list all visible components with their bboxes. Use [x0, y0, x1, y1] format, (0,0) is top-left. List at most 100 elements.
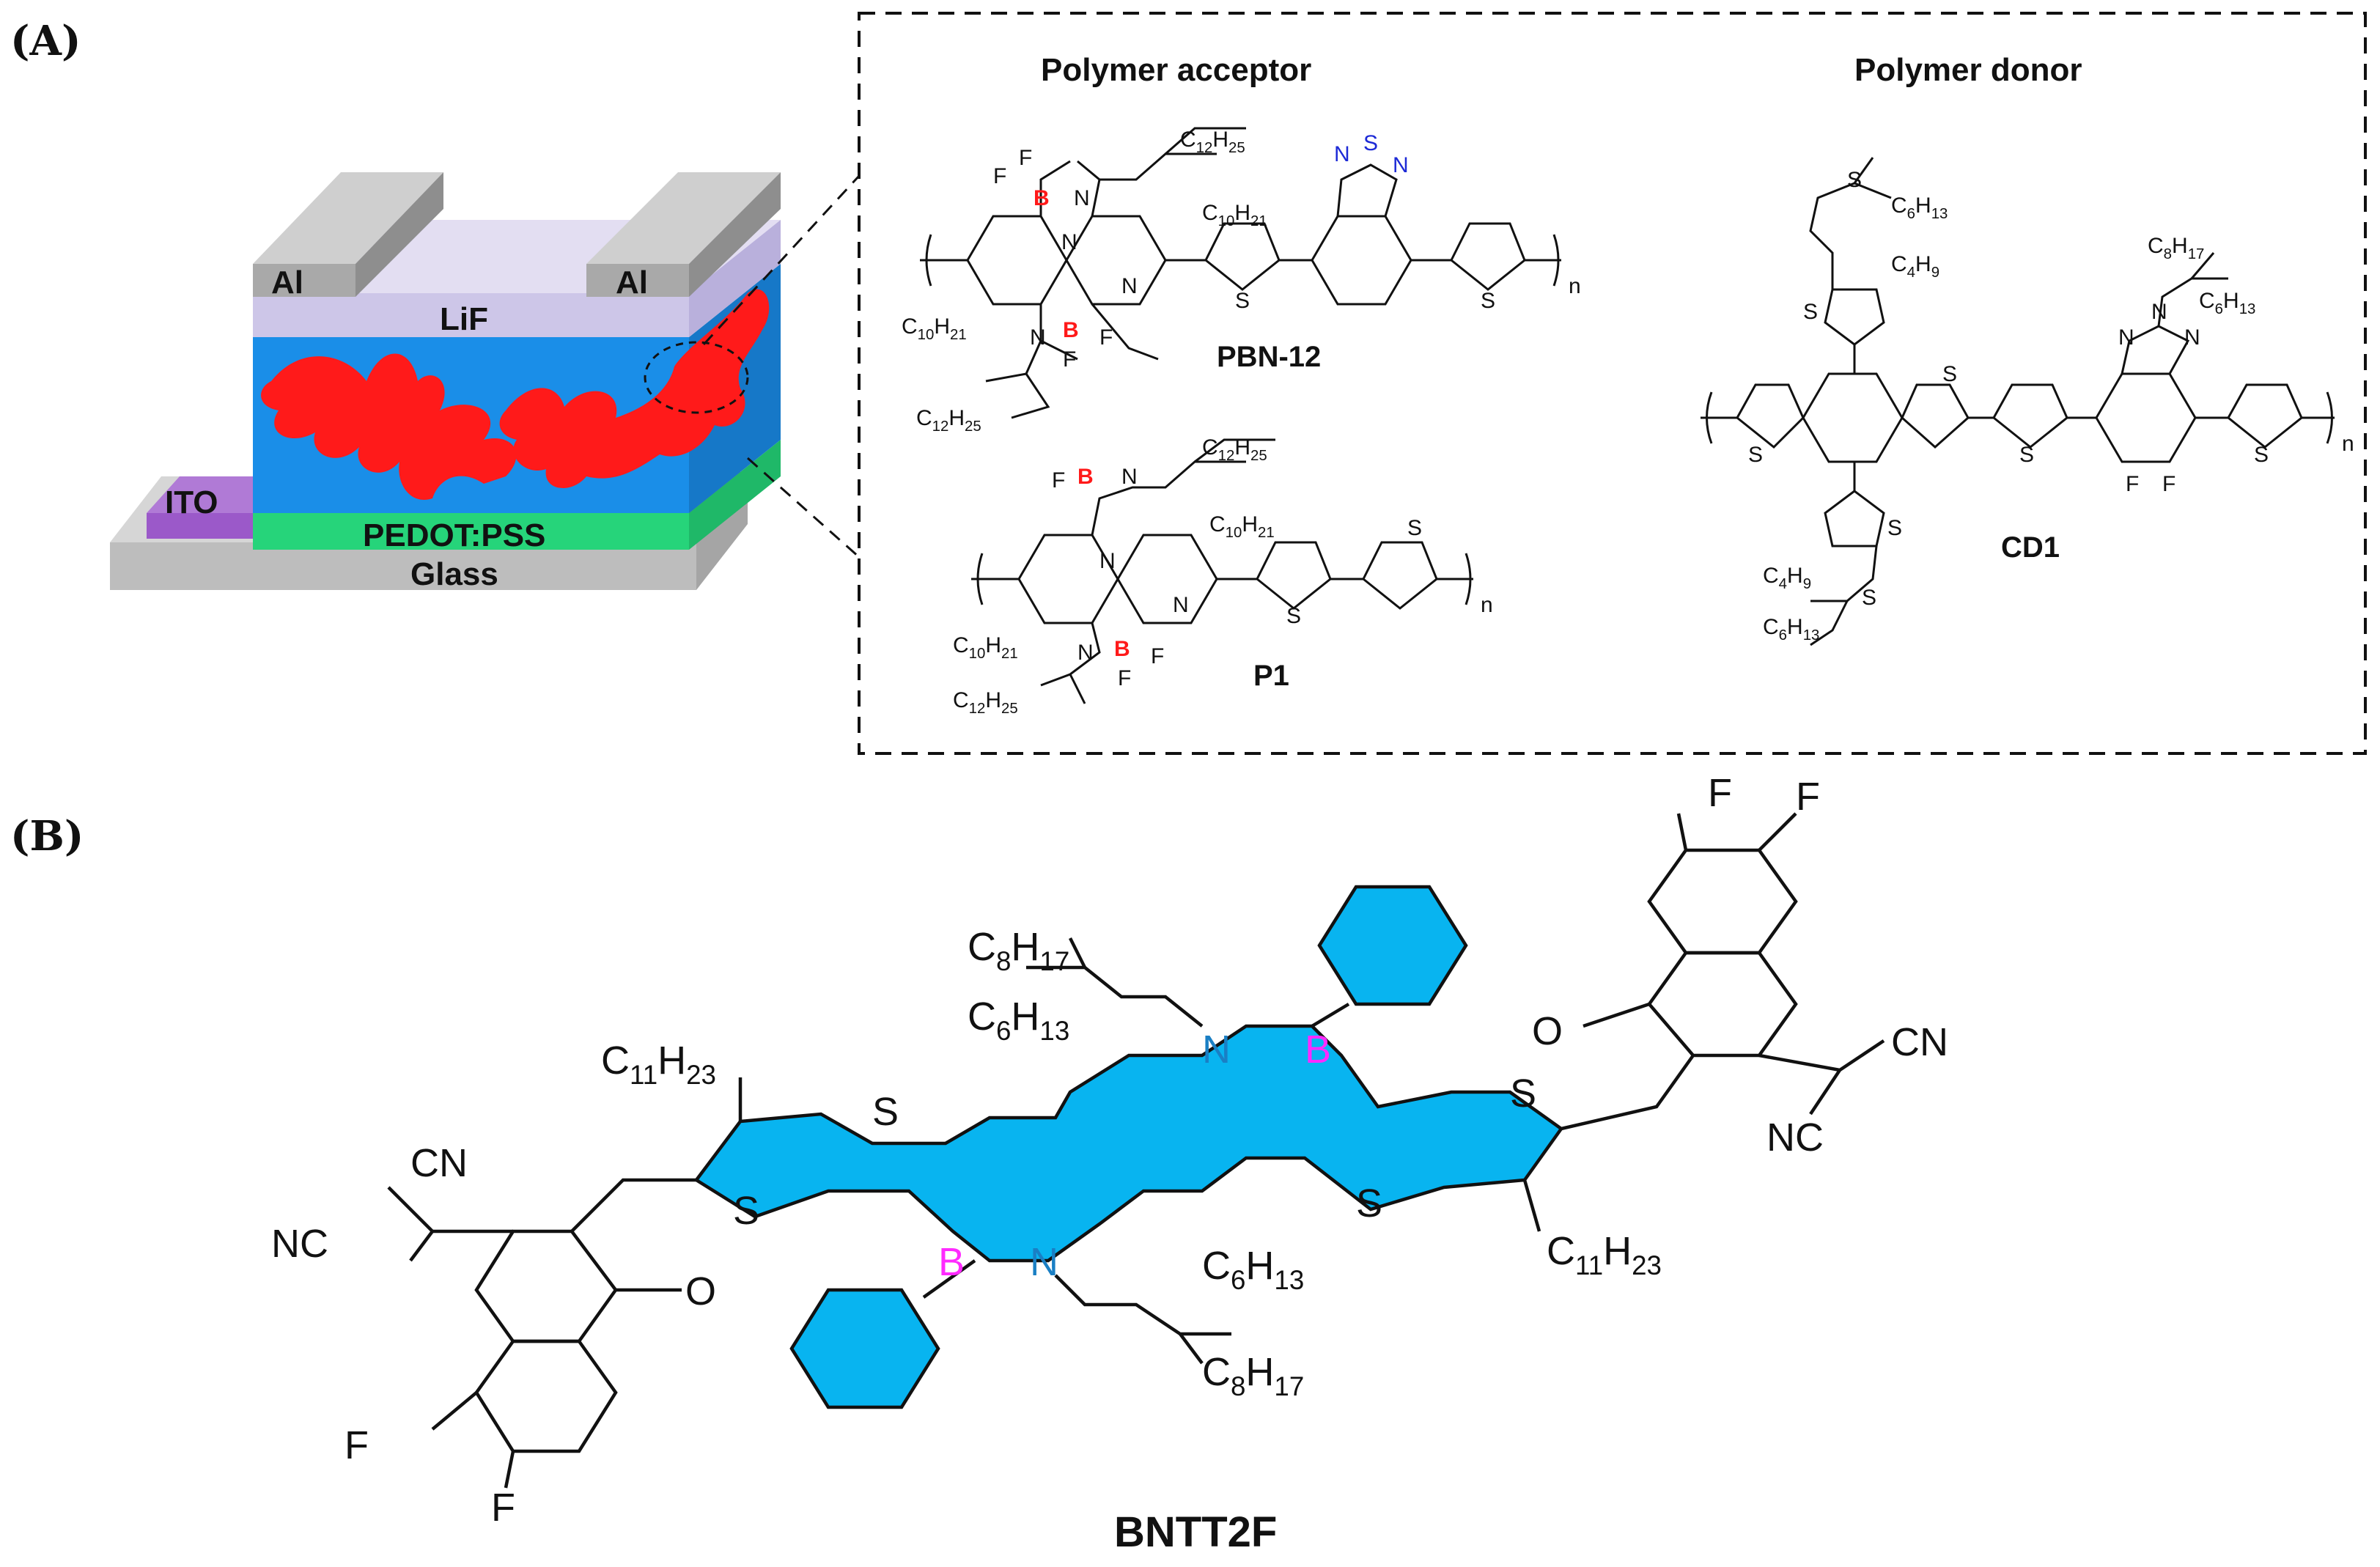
svg-text:C10H21: C10H21: [1202, 201, 1267, 229]
svg-text:S: S: [1356, 1181, 1382, 1225]
svg-text:C10H21: C10H21: [902, 314, 967, 343]
svg-text:C6H13: C6H13: [2199, 289, 2255, 317]
svg-text:N: N: [1099, 549, 1116, 573]
svg-text:B: B: [1077, 465, 1094, 489]
svg-text:NC: NC: [271, 1222, 328, 1266]
cd1-structure: S C6H13 C4H9 S C8H17 C6H13 N N N S S S S…: [1701, 157, 2354, 646]
svg-text:F: F: [2162, 472, 2175, 496]
svg-text:N: N: [2118, 325, 2134, 350]
svg-text:S: S: [1887, 516, 1902, 540]
pedot-side: [689, 440, 781, 550]
zoom-connector-bottom: [747, 457, 860, 558]
p1-name: P1: [1253, 660, 1289, 692]
svg-text:S: S: [1286, 604, 1301, 628]
svg-text:C8H17: C8H17: [1202, 1350, 1304, 1401]
svg-text:F: F: [1063, 347, 1076, 372]
phenyl-top: [1317, 885, 1468, 1006]
bntt2f-core: [693, 1024, 1564, 1263]
al-left-side: [355, 172, 443, 297]
lif-side: [689, 220, 781, 337]
svg-text:C11H23: C11H23: [601, 1039, 716, 1090]
svg-text:C12H25: C12H25: [916, 406, 981, 435]
acceptor-heading: Polymer acceptor: [1041, 52, 1311, 88]
acceptor-domains: [261, 353, 517, 500]
svg-text:n: n: [1569, 274, 1581, 298]
svg-text:S: S: [1363, 131, 1378, 155]
svg-text:F: F: [1708, 771, 1732, 815]
zoom-circle: [644, 341, 749, 414]
ito-label: ITO: [165, 484, 218, 520]
svg-text:CN: CN: [1891, 1020, 1948, 1064]
svg-text:F: F: [345, 1423, 369, 1467]
acceptor-domains-2: [499, 289, 770, 489]
svg-text:S: S: [1942, 362, 1957, 386]
svg-text:C6H13: C6H13: [1891, 193, 1948, 222]
svg-text:S: S: [2254, 443, 2269, 467]
svg-text:N: N: [2184, 325, 2200, 350]
svg-text:N: N: [1061, 230, 1077, 254]
svg-text:N: N: [1030, 1240, 1058, 1284]
svg-text:N: N: [1121, 274, 1138, 298]
svg-text:N: N: [1334, 142, 1350, 166]
p1-structure: F B N C12H25 C10H21 N N S S n C10H21 N B…: [953, 435, 1493, 717]
al-right-side: [689, 172, 781, 297]
svg-text:C12H25: C12H25: [953, 688, 1018, 717]
al-right-top: [586, 172, 781, 264]
ito-layer: [147, 476, 286, 513]
cd1-name: CD1: [2001, 531, 2060, 564]
structures-box: [858, 12, 2367, 755]
svg-text:B: B: [1305, 1028, 1331, 1072]
svg-text:S: S: [1481, 289, 1495, 313]
svg-text:F: F: [1099, 325, 1113, 350]
al-left-label: Al: [271, 265, 303, 301]
svg-text:F: F: [1796, 775, 1820, 819]
svg-text:N: N: [1077, 641, 1094, 665]
panel-b-label: (B): [10, 812, 84, 860]
pedot-label: PEDOT:PSS: [363, 517, 545, 553]
svg-text:n: n: [1481, 593, 1493, 617]
lif-front: [253, 293, 689, 337]
svg-text:C4H9: C4H9: [1763, 564, 1811, 592]
al-right-label: Al: [616, 265, 648, 301]
svg-text:CN: CN: [410, 1141, 468, 1185]
svg-text:B: B: [938, 1240, 965, 1284]
svg-text:F: F: [491, 1486, 515, 1530]
svg-text:C8H17: C8H17: [2148, 234, 2204, 262]
lif-label: LiF: [440, 301, 488, 337]
svg-text:C6H13: C6H13: [1202, 1244, 1304, 1295]
svg-text:O: O: [685, 1269, 716, 1313]
svg-text:F: F: [993, 164, 1006, 188]
svg-text:N: N: [1030, 325, 1046, 350]
svg-text:S: S: [1847, 168, 1862, 192]
donor-heading: Polymer donor: [1854, 52, 2082, 88]
svg-text:B: B: [1063, 318, 1079, 342]
svg-text:F: F: [1019, 146, 1032, 170]
svg-text:F: F: [1151, 644, 1164, 668]
svg-text:C4H9: C4H9: [1891, 252, 1939, 281]
svg-text:S: S: [1803, 300, 1818, 324]
bntt2f-structure: F F O CN NC C8H17 C6H13 N B C11H23 S S S…: [271, 771, 1948, 1530]
glass-label: Glass: [410, 556, 498, 592]
svg-text:N: N: [1202, 1028, 1231, 1072]
svg-text:N: N: [1393, 153, 1409, 177]
svg-text:S: S: [733, 1189, 759, 1233]
zoom-connector-top: [702, 174, 861, 346]
svg-text:n: n: [2342, 432, 2354, 456]
pbn12-structure: F F B N C12H25 C10H21 N N S N N S S n C1…: [902, 127, 1581, 435]
al-left-top: [253, 172, 443, 264]
svg-text:O: O: [1532, 1009, 1563, 1053]
svg-text:S: S: [872, 1090, 899, 1134]
svg-text:N: N: [1074, 186, 1090, 210]
svg-text:F: F: [2126, 472, 2139, 496]
svg-text:F: F: [1052, 468, 1065, 493]
svg-text:S: S: [2019, 443, 2034, 467]
glass-front: [110, 542, 696, 590]
svg-text:C6H13: C6H13: [1763, 615, 1819, 644]
svg-text:C6H13: C6H13: [968, 995, 1069, 1046]
svg-text:N: N: [2151, 300, 2167, 324]
pbn12-name: PBN-12: [1217, 341, 1321, 373]
svg-text:S: S: [1235, 289, 1250, 313]
svg-text:S: S: [1407, 516, 1422, 540]
svg-text:C10H21: C10H21: [953, 633, 1018, 662]
